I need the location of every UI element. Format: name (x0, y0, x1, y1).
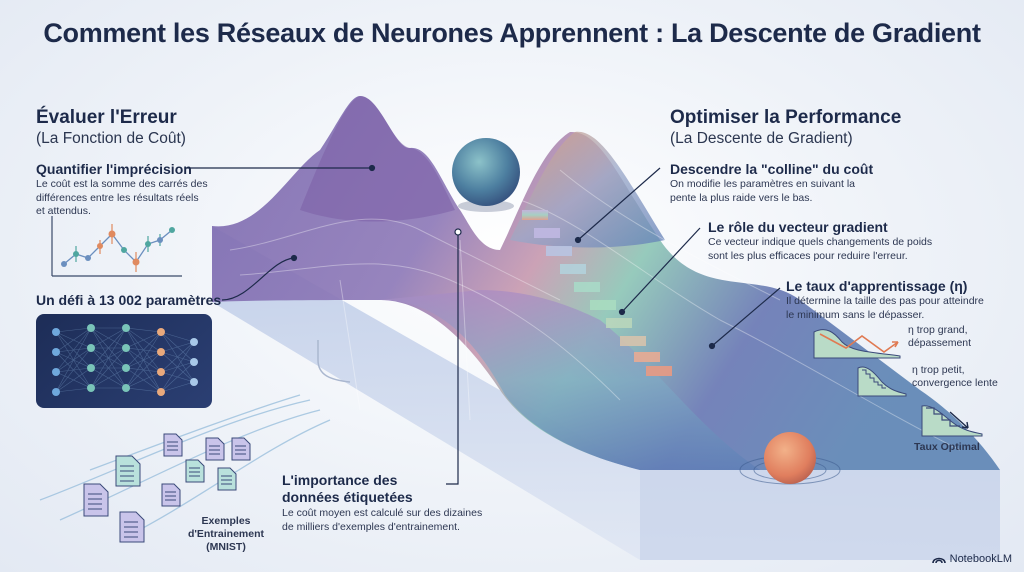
center-title-line: données étiquetées (282, 489, 413, 505)
right-item1-text-line: On modifie les paramètres en suivant la (670, 178, 856, 190)
lr-too-small-line: η trop petit, (912, 364, 965, 376)
lr-too-large-icon (813, 329, 901, 359)
left-item1-text-line: et attendus. (36, 205, 91, 217)
center-title: L'importance des données étiquetées (282, 472, 413, 506)
neural-network-panel (36, 314, 212, 408)
right-item3-title: Le taux d'apprentissage (η) (786, 278, 968, 294)
left-heading: Évaluer l'Erreur (36, 107, 177, 128)
right-item3-text: Il détermine la taille des pas pour atte… (786, 295, 1011, 322)
right-item2-text: Ce vecteur indique quels changements de … (708, 236, 968, 263)
notebooklm-logo-icon (931, 557, 946, 564)
brand-label: NotebookLM (949, 553, 1012, 565)
left-item2-title: Un défi à 13 002 paramètres (36, 292, 222, 308)
error-bars-illustration (51, 216, 182, 277)
lr-too-small-label: η trop petit, convergence lente (912, 364, 998, 390)
examples-label-line: Exemples (201, 515, 251, 527)
neural-network-icon (52, 324, 198, 396)
examples-label-line: (MNIST) (206, 541, 246, 553)
right-item3-text-line: le minimum sans le dépasser. (786, 308, 925, 321)
examples-label: Exemples d'Entrainement (MNIST) (186, 515, 266, 554)
center-text-line: de milliers d'exemples d'entrainement. (282, 520, 460, 533)
center-text-line: Le coût moyen est calculé sur des dizain… (282, 507, 483, 519)
right-item1-title: Descendre la "colline" du coût (670, 161, 874, 177)
examples-label-line: d'Entrainement (187, 528, 264, 540)
left-item1-text-line: différences entre les résultats réels (36, 191, 199, 204)
brand-watermark: NotebookLM (931, 553, 1012, 565)
lr-too-large-line: η trop grand, (908, 324, 968, 336)
right-item1-text-line: pente la plus raide vers le bas. (670, 191, 813, 204)
right-subheading: (La Descente de Gradient) (670, 130, 853, 147)
training-documents-icon (83, 433, 251, 543)
left-item1-text-line: Le coût est la somme des carrés des (36, 178, 208, 190)
lr-too-large-label: η trop grand, dépassement (908, 324, 971, 350)
center-text: Le coût moyen est calculé sur des dizain… (282, 507, 522, 534)
left-subheading: (La Fonction de Coût) (36, 130, 186, 147)
lr-too-large-line: dépassement (908, 337, 972, 349)
lr-optimal-label: Taux Optimal (914, 441, 980, 453)
left-item1-text: Le coût est la somme des carrés des diff… (36, 178, 226, 219)
page-title: Comment les Réseaux de Neurones Apprenne… (43, 18, 981, 48)
lr-too-small-line: convergence lente (912, 377, 998, 389)
right-heading: Optimiser la Performance (670, 107, 902, 128)
right-item2-title: Le rôle du vecteur gradient (708, 219, 888, 235)
lr-too-small-icon (857, 366, 907, 397)
center-title-line: L'importance des (282, 472, 398, 488)
right-item1-text: On modifie les paramètres en suivant la … (670, 178, 890, 205)
left-item1-title: Quantifier l'imprécision (36, 161, 192, 177)
right-item2-text-line: sont les plus efficaces pour reduire l'e… (708, 249, 908, 262)
right-item3-text-line: Il détermine la taille des pas pour atte… (786, 295, 984, 307)
lr-optimal-icon (921, 405, 983, 437)
right-item2-text-line: Ce vecteur indique quels changements de … (708, 236, 933, 248)
